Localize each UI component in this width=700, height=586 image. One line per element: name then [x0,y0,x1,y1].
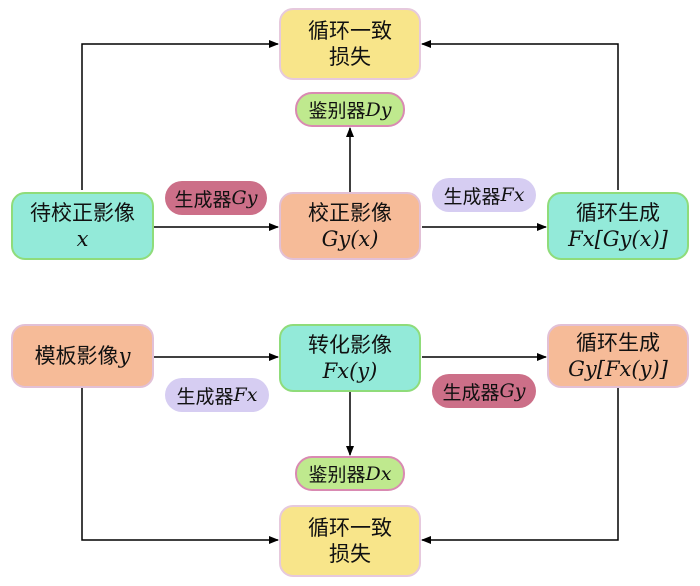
cycle-loss-line1: 循环一致 [308,19,392,43]
generator-label: 生成器 [176,385,234,408]
cycle-generated-top: 循环生成 Fx[Gy(x)] [547,192,689,260]
cycle-loss-line2: 损失 [329,45,371,69]
generator-label: 生成器 [443,185,501,208]
generator-label: 生成器 [174,188,232,211]
arrow-input-to-loss-top [81,40,279,190]
generator-var: Gy [499,380,526,402]
arrow-out-to-loss-top [421,40,619,190]
discriminator-var: Dy [365,98,392,121]
corrected-image-var: Gy(x) [321,227,379,251]
cycle-generated-var: Gy[Fx(y)] [568,357,668,381]
arrow-input-to-loss-bottom [81,388,279,544]
input-image-var: x [76,227,89,251]
cycle-generated-label: 循环生成 [576,331,660,355]
cycle-generated-bottom: 循环生成 Gy[Fx(y)] [547,324,689,388]
cycle-loss-line1: 循环一致 [308,516,392,540]
transformed-image-label: 转化影像 [308,333,392,357]
discriminator-label: 鉴别器 [308,100,366,122]
discriminator-var: Dx [365,462,392,485]
transformed-image-var: Fx(y) [322,359,378,383]
input-image-x: 待校正影像 x [11,192,154,260]
cycle-generated-label: 循环生成 [576,201,660,225]
template-image-label: 模板影像 [34,344,119,368]
corrected-image-label: 校正影像 [308,201,392,225]
generator-var: Fx [500,184,525,206]
cycle-loss-line2: 损失 [329,542,371,566]
template-image-y: 模板影像y [11,324,154,388]
input-image-label: 待校正影像 [30,201,135,225]
template-image-var: y [118,344,131,368]
cycle-loss-box-bottom: 循环一致 损失 [279,505,421,577]
corrected-image: 校正影像 Gy(x) [279,192,421,260]
generator-var: Gy [231,187,258,209]
cycle-generated-var: Fx[Gy(x)] [568,227,668,251]
transformed-image: 转化影像 Fx(y) [279,324,421,392]
generator-label: 生成器 [442,381,500,404]
generator-var: Fx [233,384,258,406]
template-image-row: 模板影像y [35,343,131,369]
cycle-loss-box-top: 循环一致 损失 [279,8,421,80]
arrow-out-to-loss-bottom [421,388,619,544]
discriminator-label: 鉴别器 [308,464,366,486]
